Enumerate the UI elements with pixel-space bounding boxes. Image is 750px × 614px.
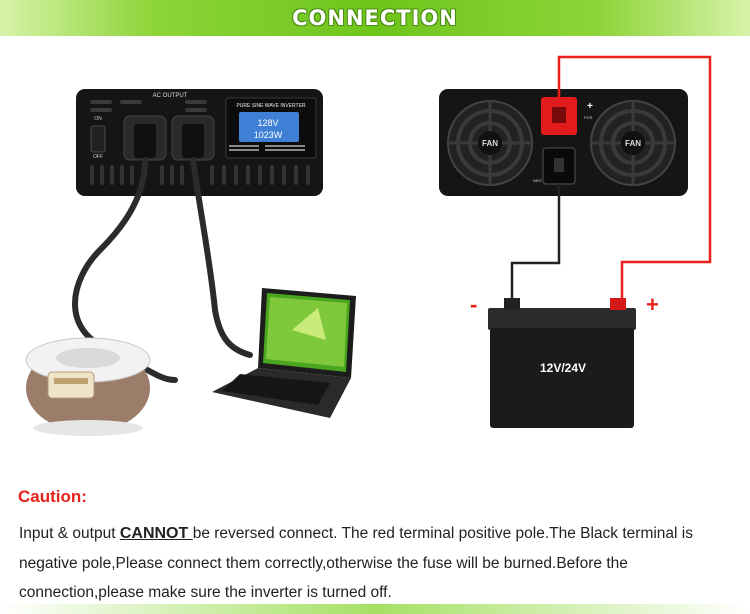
pos-terminal-symbol: + bbox=[587, 101, 593, 112]
pos-label: POS bbox=[584, 115, 593, 120]
power-switch[interactable] bbox=[90, 125, 106, 153]
caution-text-before: Input & output bbox=[19, 525, 120, 542]
battery-positive-post bbox=[610, 298, 626, 310]
switch-on-label: ON bbox=[94, 116, 102, 122]
caution-emphasis: CANNOT bbox=[119, 525, 193, 542]
ac-output-label: AC OUTPUT bbox=[153, 93, 188, 99]
lcd-voltage: 128V bbox=[257, 118, 278, 128]
battery-negative-post bbox=[504, 298, 520, 310]
negative-wire bbox=[510, 184, 561, 302]
laptop-cord bbox=[190, 157, 253, 358]
page-title: CONNECTION bbox=[292, 6, 458, 30]
fan-left-label: FAN bbox=[482, 139, 498, 148]
caution-title: Caution: bbox=[18, 487, 87, 506]
battery-positive-symbol: + bbox=[646, 292, 659, 317]
inverter-back: FAN FAN + POS NEG bbox=[439, 89, 688, 196]
positive-wire bbox=[557, 55, 712, 302]
battery-negative-symbol: - bbox=[470, 292, 477, 317]
rice-cooker-image bbox=[25, 337, 151, 436]
header-banner: CONNECTION bbox=[0, 0, 750, 36]
caution-text: Input & output CANNOT be reversed connec… bbox=[19, 519, 739, 608]
footer-divider bbox=[0, 604, 750, 614]
battery-voltage-label: 12V/24V bbox=[540, 361, 586, 375]
fan-right-label: FAN bbox=[625, 139, 641, 148]
inverter-front: AC OUTPUT ON OFF PURE SINE WAVE INVERTER… bbox=[76, 89, 323, 196]
switch-off-label: OFF bbox=[93, 154, 103, 160]
inverter-brand-label: PURE SINE WAVE INVERTER bbox=[236, 103, 305, 109]
caution-text-after: be reversed connect. The red terminal po… bbox=[19, 525, 693, 601]
laptop-image bbox=[212, 288, 356, 418]
battery-image: 12V/24V bbox=[488, 298, 636, 428]
lcd-display bbox=[239, 112, 299, 142]
neg-label: NEG bbox=[533, 178, 542, 183]
connection-illustration: AC OUTPUT ON OFF PURE SINE WAVE INVERTER… bbox=[0, 36, 750, 476]
illustration-svg: AC OUTPUT ON OFF PURE SINE WAVE INVERTER… bbox=[25, 55, 712, 436]
lcd-power: 1023W bbox=[254, 130, 283, 140]
